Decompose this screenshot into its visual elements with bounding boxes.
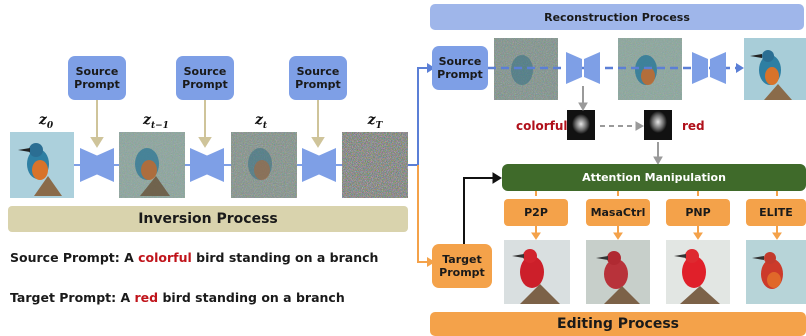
recon-image-3: [744, 38, 806, 100]
inversion-source-prompt-1: Source Prompt: [68, 56, 126, 100]
z-sub: t−1: [150, 120, 169, 131]
edited-image-p2p: [504, 240, 570, 304]
target-suffix: bird standing on a branch: [158, 290, 345, 305]
editing-process-bar: Editing Process: [430, 312, 806, 336]
image-z0: [10, 132, 74, 198]
zt-label: zt: [241, 112, 281, 131]
method-label-pnp: PNP: [666, 199, 730, 226]
inversion-encoder-3: [302, 148, 336, 182]
z0-label: z0: [26, 112, 66, 131]
edited-image-elite: [746, 240, 806, 304]
target-keyword: red: [134, 290, 159, 305]
inversion-source-prompt-2: Source Prompt: [176, 56, 234, 100]
attention-word-red: red: [682, 119, 705, 133]
target-prompt-box: Target Prompt: [432, 244, 492, 288]
inversion-source-prompt-3: Source Prompt: [289, 56, 347, 100]
z-letter: z: [143, 112, 151, 128]
recon-encoder-1: [566, 52, 600, 84]
z-letter: z: [254, 112, 263, 128]
attention-map-red: [644, 110, 672, 140]
attention-word-colorful: colorful: [516, 119, 568, 133]
zt-1-label: zt−1: [128, 112, 184, 131]
image-zt: [231, 132, 297, 198]
image-zt-1: [119, 132, 185, 198]
inversion-process-bar: Inversion Process: [8, 206, 408, 232]
method-label-masactrl: MasaCtrl: [586, 199, 650, 226]
prompt-to-encoder-arrows: [90, 100, 325, 148]
attention-map-colorful: [567, 110, 595, 140]
reconstruction-process-bar: Reconstruction Process: [430, 4, 804, 30]
target-to-attention-arrow: [463, 172, 502, 244]
method-label-p2p: P2P: [504, 199, 568, 226]
edited-image-pnp: [666, 240, 730, 304]
source-suffix: bird standing on a branch: [191, 250, 379, 265]
z-sub: T: [375, 120, 383, 131]
edited-image-masactrl: [586, 240, 650, 304]
method-label-elite: ELITE: [746, 199, 806, 226]
target-prefix: Target Prompt: A: [10, 290, 135, 305]
recon-encoder-2: [692, 52, 726, 84]
inversion-encoder-2: [190, 148, 224, 182]
method-arrows: [531, 191, 782, 240]
branch-arrows: [408, 63, 435, 267]
z-sub: 0: [46, 120, 54, 131]
z-sub: t: [262, 120, 268, 131]
target-prompt-sentence: Target Prompt: A red bird standing on a …: [10, 290, 345, 305]
z-letter: z: [38, 112, 47, 128]
source-prefix: Source Prompt: A: [10, 250, 139, 265]
attention-manipulation-bar: Attention Manipulation: [502, 164, 806, 191]
z-letter: z: [367, 112, 376, 128]
source-prompt-sentence: Source Prompt: A colorful bird standing …: [10, 250, 378, 265]
inversion-encoder-1: [80, 148, 114, 182]
image-zT: [342, 132, 408, 198]
zT-label: zT: [355, 112, 395, 131]
source-keyword: colorful: [138, 250, 192, 265]
reconstruction-source-prompt: Source Prompt: [432, 46, 488, 90]
attention-arrows: [578, 86, 663, 166]
